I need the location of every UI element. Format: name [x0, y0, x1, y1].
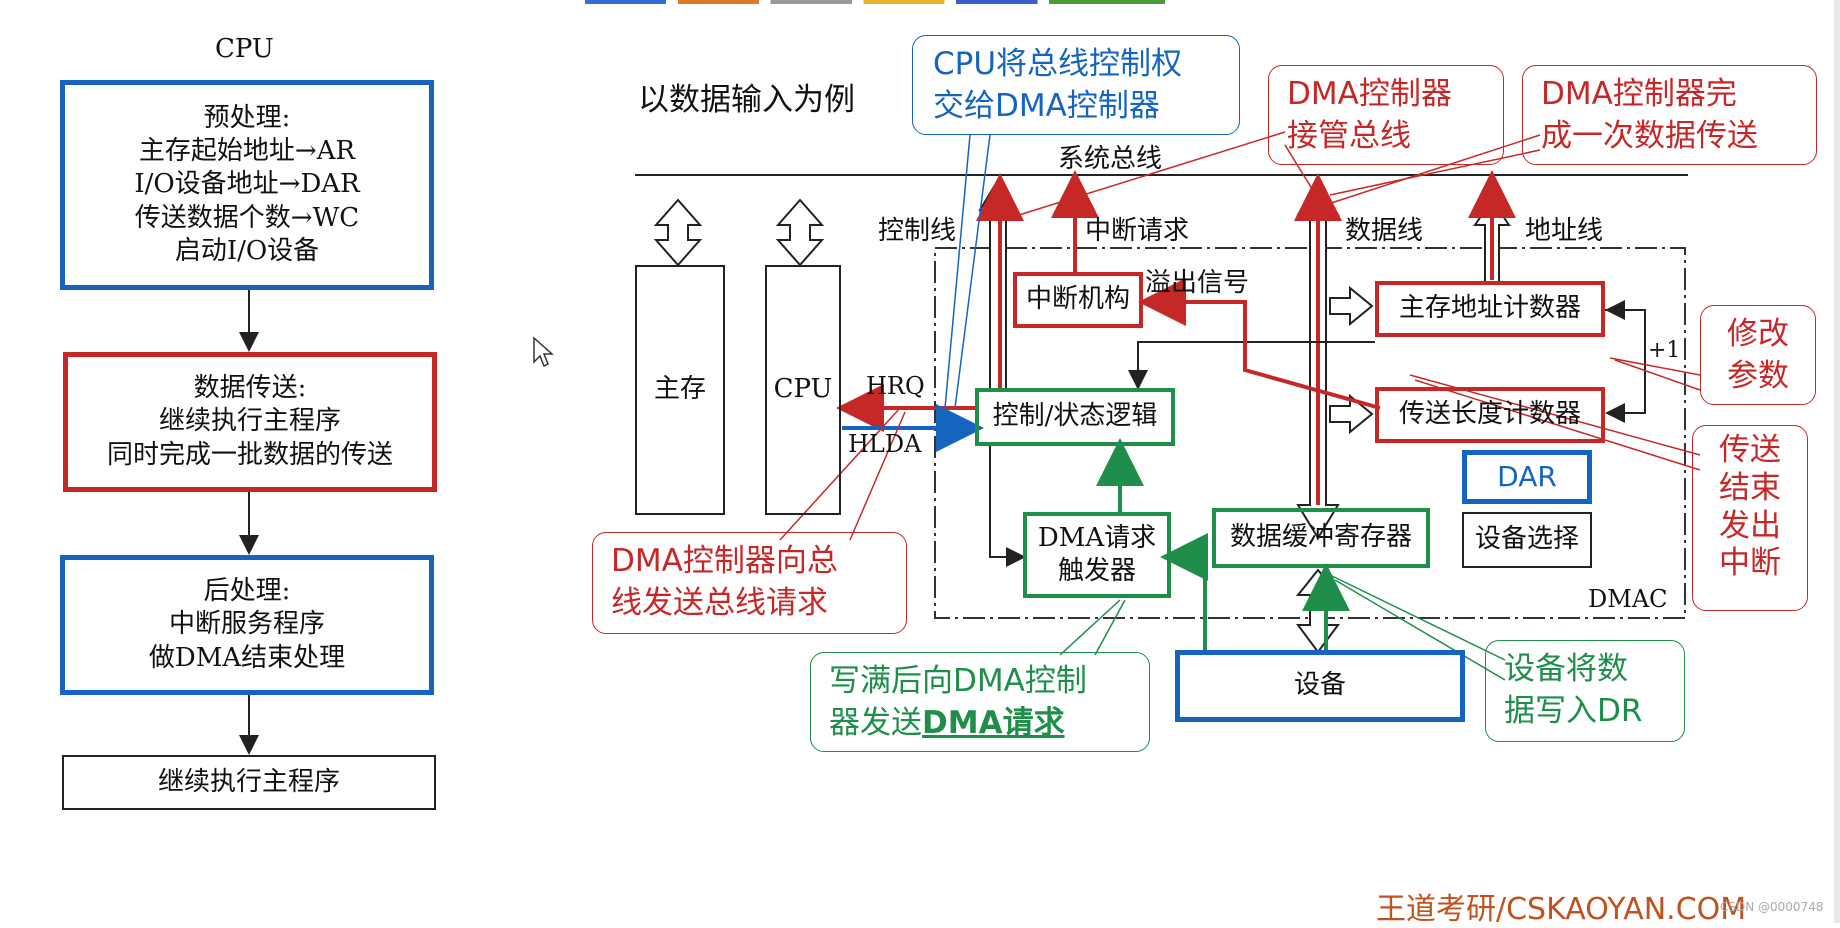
- hrq-label: HRQ: [866, 372, 925, 400]
- callout-dma-done-text: DMA控制器完 成一次数据传送: [1541, 76, 1758, 154]
- callout-dma-bus-request-text: DMA控制器向总 线发送总线请求: [611, 543, 838, 621]
- control-logic-block: 控制/状态逻辑: [975, 388, 1175, 446]
- interrupt-unit-block: 中断机构: [1013, 272, 1143, 328]
- address-counter-block: 主存地址计数器: [1375, 281, 1605, 337]
- device-select-block: 设备选择: [1462, 512, 1592, 568]
- system-bus-label: 系统总线: [1058, 144, 1163, 174]
- flow-step-continue: 继续执行主程序: [62, 755, 436, 810]
- right-edge-strip: [1834, 0, 1840, 923]
- hlda-label: HLDA: [848, 430, 922, 458]
- dar-block: DAR: [1462, 450, 1592, 504]
- callout-send-dma-request-text: 写满后向DMA控制 器发送DMA请求: [829, 661, 1131, 745]
- callout-cpu-hands-bus-text: CPU将总线控制权 交给DMA控制器: [933, 46, 1183, 124]
- callout-cpu-hands-bus: CPU将总线控制权 交给DMA控制器: [912, 35, 1240, 135]
- flow-step-transfer: 数据传送: 继续执行主程序 同时完成一批数据的传送: [63, 352, 437, 492]
- intro-text: 以数据输入为例: [638, 82, 855, 118]
- flow-arrows: [239, 290, 259, 755]
- length-counter-block: 传送长度计数器: [1375, 387, 1605, 443]
- callout-end-interrupt-text: 传送 结束 发出 中断: [1719, 432, 1781, 582]
- cpu-block: CPU: [765, 265, 841, 515]
- plus-one-label: +1: [1648, 338, 1681, 363]
- interrupt-request-label: 中断请求: [1085, 216, 1190, 246]
- top-strip: [585, 0, 1165, 4]
- callout-end-interrupt: 传送 结束 发出 中断: [1692, 425, 1808, 611]
- mouse-cursor-icon: [533, 336, 554, 368]
- device-block: 设备: [1175, 650, 1465, 722]
- data-buffer-block: 数据缓冲寄存器: [1212, 508, 1430, 568]
- callout-dma-done: DMA控制器完 成一次数据传送: [1522, 65, 1817, 165]
- flow-step-preprocess: 预处理: 主存起始地址→AR I/O设备地址→DAR 传送数据个数→WC 启动I…: [60, 80, 434, 290]
- main-memory-block: 主存: [635, 265, 725, 515]
- csdn-mark: CSDN @0000748: [1720, 900, 1824, 914]
- control-line-label: 控制线: [878, 216, 957, 246]
- callout-dma-takes-bus: DMA控制器 接管总线: [1268, 65, 1504, 165]
- callout-dma-takes-bus-text: DMA控制器 接管总线: [1287, 76, 1452, 154]
- callout-modify-params: 修改 参数: [1700, 305, 1816, 405]
- send-dma-request-bold: DMA请求: [922, 704, 1065, 741]
- dma-trigger-block: DMA请求 触发器: [1023, 512, 1171, 598]
- callout-device-write-dr-text: 设备将数 据写入DR: [1504, 651, 1643, 729]
- callout-device-write-dr: 设备将数 据写入DR: [1485, 640, 1685, 742]
- overflow-signal-label: 溢出信号: [1145, 268, 1250, 298]
- address-line-label: 地址线: [1525, 216, 1604, 246]
- data-line-label: 数据线: [1345, 216, 1424, 246]
- dmac-label: DMAC: [1588, 585, 1668, 613]
- flow-header: CPU: [215, 34, 274, 64]
- callout-dma-bus-request: DMA控制器向总 线发送总线请求: [592, 532, 907, 634]
- callout-modify-params-text: 修改 参数: [1727, 316, 1789, 394]
- callout-send-dma-request: 写满后向DMA控制 器发送DMA请求: [810, 652, 1150, 752]
- flow-step-postprocess: 后处理: 中断服务程序 做DMA结束处理: [60, 555, 434, 695]
- watermark: 王道考研/CSKAOYAN.COM: [1376, 892, 1747, 927]
- send-dma-request-line: 写满后向DMA控制 器发送: [829, 663, 1087, 741]
